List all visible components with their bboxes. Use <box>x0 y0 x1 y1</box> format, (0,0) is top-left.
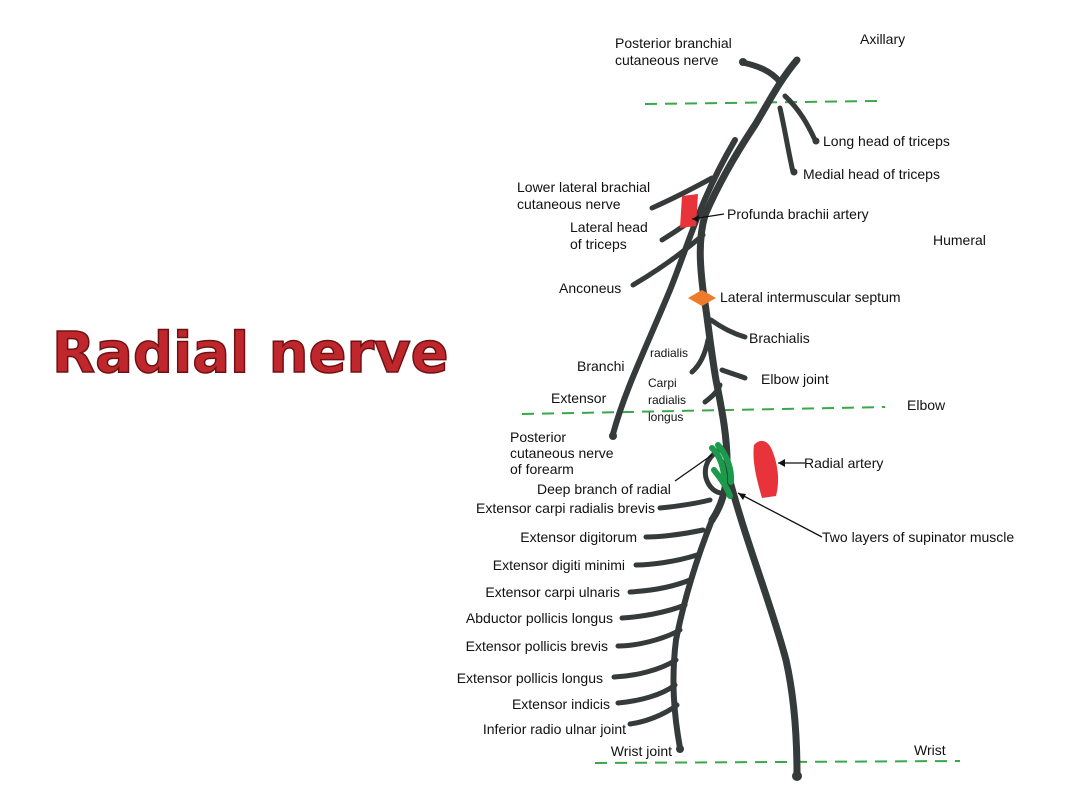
region-elbow: Elbow <box>907 397 946 413</box>
branch-label-ecu: Extensor carpi ulnaris <box>485 584 620 600</box>
diagram-title: Radial nerve <box>52 321 449 386</box>
branch-label-ei: Extensor indicis <box>512 696 610 712</box>
label-posterior-forearm-2: cutaneous nerve <box>510 445 614 461</box>
branch-label-radioulnar: Inferior radio ulnar joint <box>483 721 626 737</box>
label-lower-lateral-2: cutaneous nerve <box>517 196 621 212</box>
forearm-muscle-branches <box>611 497 802 781</box>
label-two-layers: Two layers of supinator muscle <box>822 529 1014 545</box>
anconeus-branch <box>630 232 706 288</box>
pointer-arrowhead <box>778 459 785 467</box>
label-deep-branch: Deep branch of radial <box>537 481 671 497</box>
nerve-end-dot <box>812 137 820 145</box>
branch-label-ecrb: Extensor carpi radialis brevis <box>476 500 655 516</box>
nerve-end-dot <box>739 58 747 66</box>
pointer-arrowhead <box>738 493 746 500</box>
nerve-end-dot <box>676 745 684 753</box>
label-extensor: Extensor <box>551 390 607 406</box>
branch-abductor-pollicis-longus <box>619 602 688 621</box>
long-head-triceps-branch <box>782 93 818 143</box>
wrist-divider-line <box>594 760 961 764</box>
label-posterior-brachial-2: cutaneous nerve <box>615 52 719 68</box>
branch-label-apl: Abductor pollicis longus <box>466 610 613 626</box>
label-radial-artery: Radial artery <box>804 455 883 471</box>
label-carpi-1: Carpi <box>648 376 677 390</box>
branch-extensor-pollicis-brevis <box>615 627 683 649</box>
branch-extensor-carpi-radialis-brevis <box>657 497 713 511</box>
branch-label-edm: Extensor digiti minimi <box>493 557 625 573</box>
branch-label-epb: Extensor pollicis brevis <box>466 638 608 654</box>
elbow-divider-line <box>521 406 886 415</box>
deep-branch-hook <box>702 445 725 496</box>
nerve-end-dot <box>609 432 617 440</box>
carpi-radialis-longus-branch <box>702 382 723 405</box>
brachioradialis-branch <box>689 337 711 375</box>
label-posterior-brachial-1: Posterior branchial <box>615 35 732 51</box>
profunda-brachii-artery-shape <box>680 194 698 228</box>
region-axillary: Axillary <box>860 31 905 47</box>
supinator-muscle-shape <box>709 442 735 499</box>
branch-extensor-indicis <box>615 682 678 706</box>
branch-label-epl: Extensor pollicis longus <box>457 670 603 686</box>
label-brachialis: Brachialis <box>749 330 810 346</box>
label-elbow-joint: Elbow joint <box>761 371 829 387</box>
branch-inferior-radio-ulnar-joint <box>627 702 680 727</box>
label-lateral-head-1: Lateral head <box>570 219 648 235</box>
label-profunda-brachii: Profunda brachii artery <box>727 206 869 222</box>
label-lateral-head-2: of triceps <box>570 236 627 252</box>
nerve-end-dot <box>790 168 798 176</box>
branch-label-ed: Extensor digitorum <box>520 529 637 545</box>
brachialis-branch <box>708 317 748 340</box>
pointer-arrowhead <box>692 215 699 222</box>
posterior-cutaneous-forearm-nerve <box>610 137 738 437</box>
label-carpi-3: longus <box>648 410 683 424</box>
label-anconeus: Anconeus <box>559 280 621 296</box>
deep-branch-pointer <box>674 454 713 482</box>
label-branchi: Branchi <box>577 358 624 374</box>
label-posterior-forearm-1: Posterior <box>510 429 566 445</box>
supinator-pointer <box>737 492 823 538</box>
posterior-brachial-cutaneous-nerve <box>742 60 783 85</box>
branch-extensor-carpi-ulnaris <box>627 577 693 595</box>
label-carpi-2: radialis <box>648 393 686 407</box>
nerve-end-dot <box>792 771 802 781</box>
branch-extensor-pollicis-longus <box>611 657 679 680</box>
label-lateral-septum: Lateral intermuscular septum <box>720 289 901 305</box>
label-long-head-triceps: Long head of triceps <box>823 133 950 149</box>
elbow-joint-branch <box>719 367 748 381</box>
region-wrist: Wrist <box>914 742 946 758</box>
radial-artery-shape <box>753 440 779 498</box>
medial-head-triceps-branch <box>777 105 796 175</box>
region-humeral: Humeral <box>933 232 986 248</box>
superficial-branch-nerve <box>723 466 801 779</box>
branch-extensor-digiti-minimi <box>633 552 700 568</box>
branch-label-wrist-joint: Wrist joint <box>611 743 672 759</box>
axillary-divider-line <box>644 100 879 105</box>
lateral-intermuscular-septum-shape <box>688 290 716 306</box>
branch-extensor-digitorum <box>643 527 706 540</box>
label-posterior-forearm-3: of forearm <box>510 461 574 477</box>
label-lower-lateral-1: Lower lateral brachial <box>517 179 650 195</box>
forearm-branch-labels: Extensor carpi radialis brevis Extensor … <box>457 500 672 759</box>
lower-lateral-cutaneous-branch <box>649 175 715 211</box>
label-radialis: radialis <box>650 346 688 360</box>
label-medial-head-triceps: Medial head of triceps <box>803 166 940 182</box>
